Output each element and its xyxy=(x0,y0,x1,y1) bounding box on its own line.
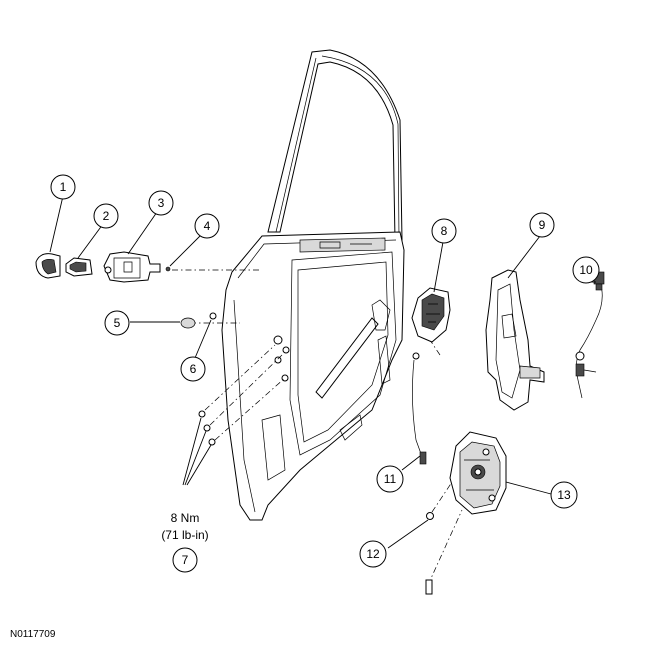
part-2-handle-cap xyxy=(65,257,93,277)
reference-code: N0117709 xyxy=(10,629,56,640)
door-shell xyxy=(221,49,405,521)
torque-spec: 8 Nm (71 lb-in) xyxy=(161,511,208,542)
callout-1: 1 xyxy=(50,174,76,200)
torque-nm: 8 Nm xyxy=(171,511,200,525)
part-1-handle-bezel xyxy=(35,253,61,279)
leader-lines xyxy=(49,195,596,549)
callout-13: 13 xyxy=(550,481,578,509)
part-11-rod xyxy=(412,352,427,465)
part-4-screw xyxy=(165,266,171,272)
svg-text:12: 12 xyxy=(366,547,380,561)
part-8-handle-reinforcement xyxy=(411,287,451,343)
svg-text:4: 4 xyxy=(204,219,211,233)
callout-6: 6 xyxy=(180,356,206,382)
part-12-screw xyxy=(425,512,434,595)
callout-12: 12 xyxy=(359,540,387,568)
part-13-door-latch xyxy=(449,431,507,515)
svg-text:11: 11 xyxy=(384,472,397,486)
part-9-latch-bracket xyxy=(485,269,545,411)
svg-text:1: 1 xyxy=(60,180,67,194)
torque-lb-in: (71 lb-in) xyxy=(161,528,208,542)
svg-text:2: 2 xyxy=(103,209,110,223)
part-7-bolts xyxy=(198,410,216,446)
svg-text:13: 13 xyxy=(557,488,571,502)
callout-10: 10 xyxy=(572,256,600,284)
part-10-cable xyxy=(575,271,605,399)
callout-8: 8 xyxy=(431,218,457,244)
svg-text:9: 9 xyxy=(539,218,546,232)
svg-text:10: 10 xyxy=(579,263,593,277)
svg-text:6: 6 xyxy=(190,362,197,376)
callout-5: 5 xyxy=(104,310,130,336)
callout-3: 3 xyxy=(148,190,174,216)
part-6-nut xyxy=(209,312,217,320)
svg-text:5: 5 xyxy=(114,316,121,330)
svg-text:3: 3 xyxy=(158,196,165,210)
callout-4: 4 xyxy=(194,213,220,239)
callout-11: 11 xyxy=(376,465,404,493)
part-5-plug xyxy=(180,317,196,329)
assembly-dash-lines xyxy=(172,269,463,586)
part-3-exterior-handle xyxy=(103,251,161,283)
svg-text:7: 7 xyxy=(182,553,189,567)
callout-2: 2 xyxy=(93,203,119,229)
svg-text:8: 8 xyxy=(441,224,448,238)
callout-9: 9 xyxy=(529,212,555,238)
callout-7: 7 xyxy=(172,547,198,573)
